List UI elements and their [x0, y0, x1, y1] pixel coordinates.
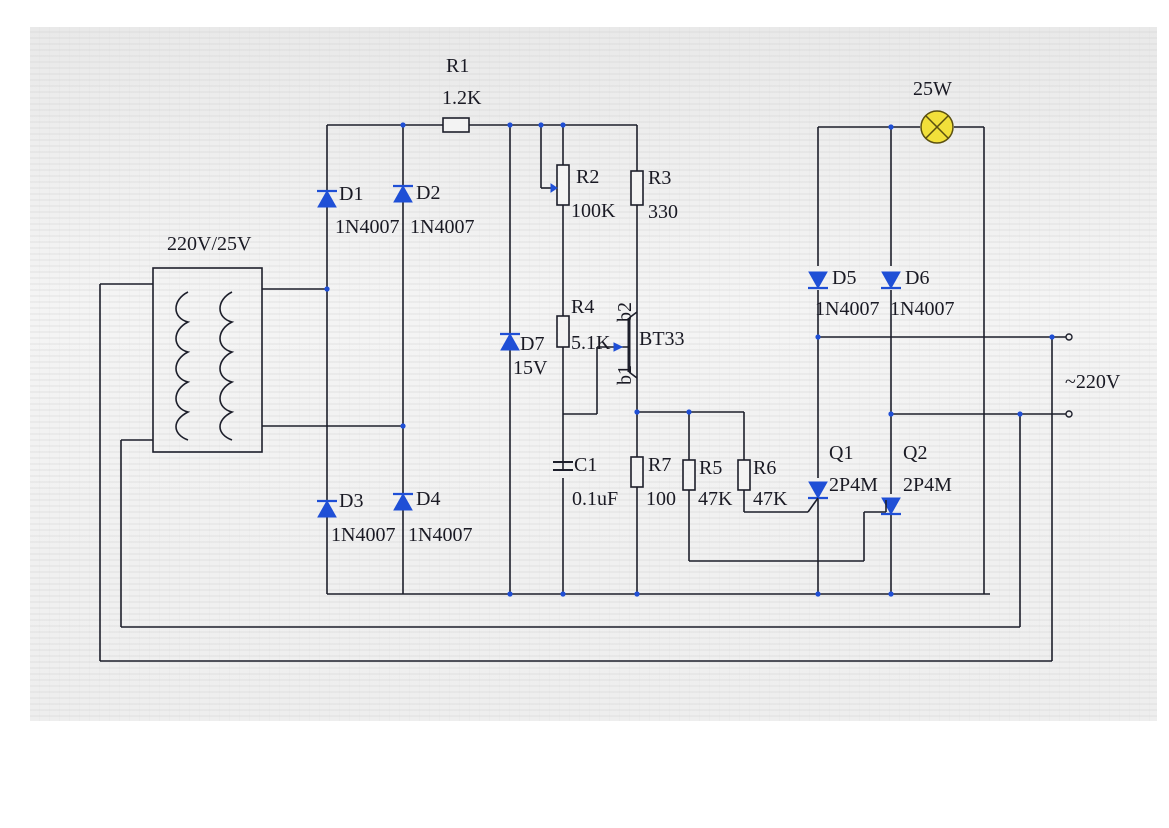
q2-name: Q2	[903, 442, 927, 464]
d1-value: 1N4007	[335, 216, 399, 238]
r7-name: R7	[648, 454, 671, 476]
potentiometer-r2	[556, 164, 570, 206]
d5-name: D5	[832, 267, 856, 289]
ujt-bt33	[597, 300, 638, 388]
zener-d7	[500, 332, 520, 351]
d5-value: 1N4007	[815, 298, 879, 320]
q1-value: 2P4M	[829, 474, 878, 496]
diode-d3	[317, 499, 337, 518]
diode-d4	[393, 492, 413, 511]
mains-terminal-bottom	[1065, 410, 1073, 418]
c1-value: 0.1uF	[572, 488, 618, 510]
diode-d2	[393, 184, 413, 203]
r5-value: 47K	[698, 488, 733, 510]
d6-name: D6	[905, 267, 929, 289]
resistor-r6	[737, 459, 751, 491]
r3-name: R3	[648, 167, 671, 189]
schematic-photo	[30, 27, 1157, 721]
r2-value: 100K	[571, 200, 616, 222]
r2-name: R2	[576, 166, 599, 188]
r1-value: 1.2K	[442, 87, 482, 109]
capacitor-c1	[553, 461, 573, 471]
diode-d6	[881, 271, 901, 290]
resistor-r3	[630, 170, 644, 206]
q2-value: 2P4M	[903, 474, 952, 496]
d3-name: D3	[339, 490, 363, 512]
d4-name: D4	[416, 488, 440, 510]
d6-value: 1N4007	[890, 298, 954, 320]
d4-value: 1N4007	[408, 524, 472, 546]
thyristor-q2	[881, 497, 901, 516]
lamp-icon	[920, 110, 954, 144]
transformer-label: 220V/25V	[167, 233, 252, 255]
wires	[99, 124, 1066, 662]
r7-value: 100	[646, 488, 676, 510]
d7-name: D7	[520, 333, 544, 355]
d3-value: 1N4007	[331, 524, 395, 546]
d2-value: 1N4007	[410, 216, 474, 238]
r6-value: 47K	[753, 488, 788, 510]
c1-name: C1	[574, 454, 597, 476]
d7-value: 15V	[513, 357, 548, 379]
ujt-name: BT33	[639, 328, 685, 350]
lamp-label: 25W	[913, 78, 952, 100]
d2-name: D2	[416, 182, 440, 204]
r3-value: 330	[648, 201, 678, 223]
resistor-r7	[630, 456, 644, 488]
junction-dots	[324, 122, 1055, 597]
ujt-pin-b1: b1	[614, 365, 636, 385]
mains-terminal-top	[1065, 333, 1073, 341]
resistor-r5	[682, 459, 696, 491]
r5-name: R5	[699, 457, 722, 479]
diode-d5	[808, 271, 828, 290]
q1-name: Q1	[829, 442, 853, 464]
mains-label: ~220V	[1065, 371, 1121, 393]
r4-name: R4	[571, 296, 594, 318]
ujt-pin-b2: b2	[614, 302, 636, 322]
r6-name: R6	[753, 457, 776, 479]
transformer	[152, 267, 297, 453]
diode-d1	[317, 189, 337, 208]
d1-name: D1	[339, 183, 363, 205]
r4-value: 5.1K	[571, 332, 611, 354]
resistor-r4	[556, 315, 570, 348]
r1-name: R1	[446, 55, 469, 77]
thyristor-q1	[807, 481, 828, 513]
resistor-r1	[442, 117, 470, 133]
